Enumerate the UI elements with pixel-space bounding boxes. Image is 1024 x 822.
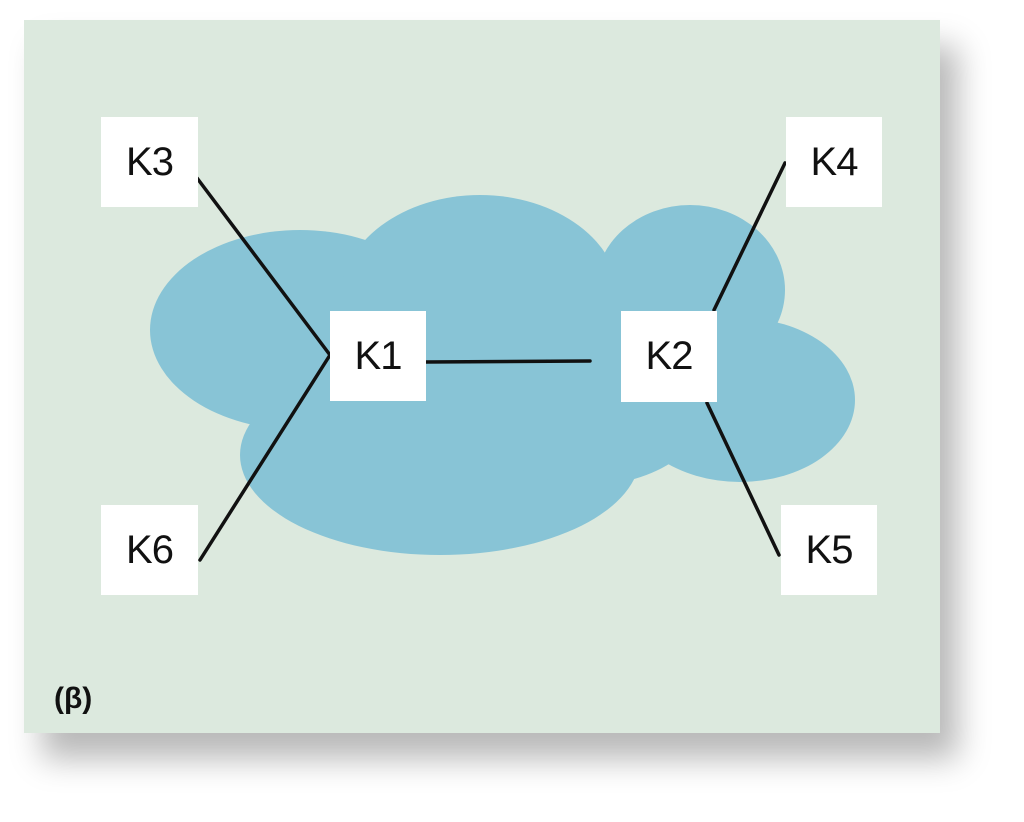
node-k5: K5 xyxy=(781,505,877,595)
edge-k3-k1 xyxy=(195,176,332,357)
panel-label: (β) xyxy=(54,682,93,715)
connection-lines xyxy=(195,161,787,562)
edge-k6-k1 xyxy=(198,353,332,562)
edge-k1-k2 xyxy=(424,359,592,364)
node-k1: K1 xyxy=(330,311,426,401)
node-k4: K4 xyxy=(786,117,882,207)
edge-k2-k4 xyxy=(712,161,787,312)
node-k2: K2 xyxy=(621,311,717,402)
network-cloud xyxy=(150,195,855,555)
node-k6: K6 xyxy=(101,505,198,595)
node-k3: K3 xyxy=(101,117,198,207)
edge-k2-k5 xyxy=(705,401,781,557)
